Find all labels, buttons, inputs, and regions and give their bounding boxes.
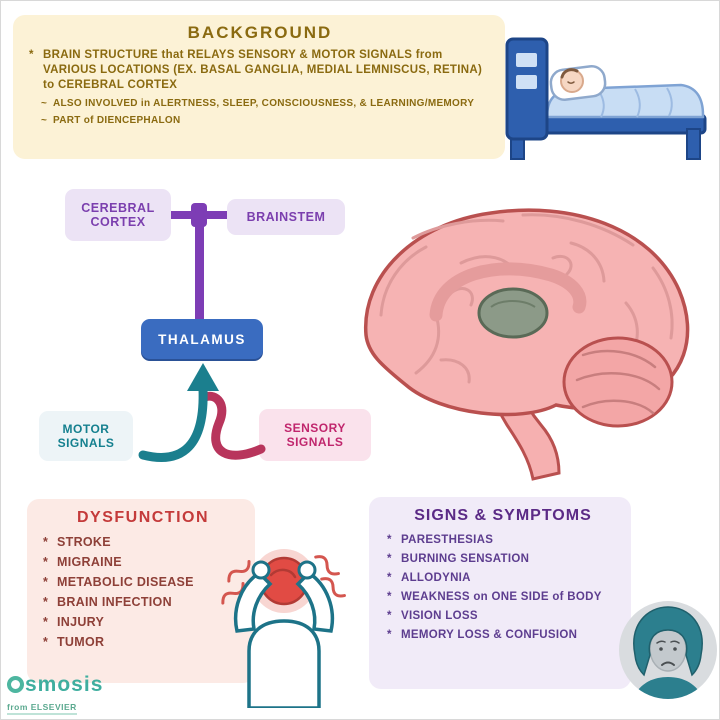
sensory-signals-box: SENSORY SIGNALS bbox=[259, 409, 371, 461]
background-section: BACKGROUND * BRAIN STRUCTURE that RELAYS… bbox=[13, 15, 505, 159]
background-sub-point: ~ ALSO INVOLVED in ALERTNESS, SLEEP, CON… bbox=[29, 97, 491, 112]
frown-mouth bbox=[661, 661, 675, 666]
background-title: BACKGROUND bbox=[187, 23, 333, 42]
symptom-item: * BURNING SENSATION bbox=[387, 553, 619, 565]
dysfunction-section: DYSFUNCTION * STROKE * MIGRAINE * METABO… bbox=[27, 499, 255, 683]
cerebral-cortex-label: CEREBRAL CORTEX bbox=[81, 200, 155, 229]
headache-person-illustration bbox=[221, 549, 346, 708]
logo-text: smosis bbox=[25, 673, 104, 696]
star-bullet-icon: * bbox=[43, 535, 49, 549]
symptom-item-label: ALLODYNIA bbox=[401, 572, 471, 584]
symptom-item: * VISION LOSS bbox=[387, 610, 619, 622]
dysfunction-item: * TUMOR bbox=[43, 635, 243, 649]
arrowhead-up-icon bbox=[187, 363, 219, 391]
brain-sagittal-illustration bbox=[364, 208, 690, 481]
sleeping-person-bed-illustration bbox=[505, 37, 707, 160]
motor-signals-box: MOTOR SIGNALS bbox=[39, 411, 133, 461]
signal-arrows-illustration bbox=[138, 363, 266, 462]
thalamus-highlight bbox=[477, 287, 549, 339]
symptom-item: * PARESTHESIAS bbox=[387, 534, 619, 546]
symptom-item-label: MEMORY LOSS & CONFUSION bbox=[401, 629, 578, 641]
star-bullet-icon: * bbox=[387, 610, 392, 622]
logo-wordmark: smosis bbox=[7, 673, 157, 697]
motor-signals-label: MOTOR SIGNALS bbox=[57, 421, 115, 450]
background-main-point: * BRAIN STRUCTURE that RELAYS SENSORY & … bbox=[29, 48, 491, 94]
star-bullet-icon: * bbox=[43, 595, 49, 609]
tilde-bullet-icon: ~ bbox=[41, 97, 48, 109]
dysfunction-item-label: METABOLIC DISEASE bbox=[57, 575, 194, 589]
star-bullet-icon: * bbox=[43, 635, 49, 649]
motor-arrow-curve bbox=[138, 384, 208, 462]
sensory-signals-label: SENSORY SIGNALS bbox=[284, 420, 346, 449]
symptom-item-label: BURNING SENSATION bbox=[401, 553, 530, 565]
star-bullet-icon: * bbox=[387, 553, 392, 565]
brainstem-box: BRAINSTEM bbox=[227, 199, 345, 235]
dysfunction-item-label: INJURY bbox=[57, 615, 105, 629]
background-sub-point: ~ PART of DIENCEPHALON bbox=[29, 114, 491, 129]
dysfunction-list: * STROKE * MIGRAINE * METABOLIC DISEASE … bbox=[43, 535, 243, 649]
background-main-point-text: BRAIN STRUCTURE that RELAYS SENSORY & MO… bbox=[43, 49, 483, 92]
dysfunction-item: * INJURY bbox=[43, 615, 243, 629]
signs-symptoms-list: * PARESTHESIAS * BURNING SENSATION * ALL… bbox=[387, 534, 619, 641]
symptom-item: * WEAKNESS on ONE SIDE of BODY bbox=[387, 591, 619, 603]
thalamus-label: THALAMUS bbox=[158, 331, 246, 347]
symptom-item-label: PARESTHESIAS bbox=[401, 534, 494, 546]
symptom-item-label: WEAKNESS on ONE SIDE of BODY bbox=[401, 591, 602, 603]
star-bullet-icon: * bbox=[29, 49, 34, 61]
star-bullet-icon: * bbox=[387, 572, 392, 584]
signs-symptoms-section: SIGNS & SYMPTOMS * PARESTHESIAS * BURNIN… bbox=[369, 497, 631, 689]
star-bullet-icon: * bbox=[43, 615, 49, 629]
osmosis-o-icon bbox=[7, 676, 24, 693]
cerebellum-shape bbox=[562, 336, 674, 428]
right-hand bbox=[297, 560, 317, 580]
hair-shape bbox=[633, 606, 703, 677]
background-sub-point-text: PART of DIENCEPHALON bbox=[53, 115, 181, 127]
symptom-item-label: VISION LOSS bbox=[401, 610, 478, 622]
dysfunction-item: * STROKE bbox=[43, 535, 243, 549]
dysfunction-item: * BRAIN INFECTION bbox=[43, 595, 243, 609]
confused-woman-illustration bbox=[619, 601, 717, 699]
logo-tagline: from ELSEVIER bbox=[7, 702, 77, 715]
left-hand bbox=[251, 560, 271, 580]
sensory-arrow-curve bbox=[200, 391, 266, 460]
star-bullet-icon: * bbox=[387, 629, 392, 641]
symptom-item: * ALLODYNIA bbox=[387, 572, 619, 584]
dysfunction-item-label: MIGRAINE bbox=[57, 555, 122, 569]
cerebral-cortex-box: CEREBRAL CORTEX bbox=[65, 189, 171, 241]
signs-symptoms-title: SIGNS & SYMPTOMS bbox=[414, 507, 592, 524]
dysfunction-item-label: STROKE bbox=[57, 535, 111, 549]
tilde-bullet-icon: ~ bbox=[41, 115, 48, 127]
torso-shape bbox=[247, 619, 321, 708]
osmosis-logo: smosis from ELSEVIER bbox=[7, 673, 157, 715]
star-bullet-icon: * bbox=[43, 555, 49, 569]
dysfunction-title: DYSFUNCTION bbox=[76, 509, 210, 526]
thalamus-box: THALAMUS bbox=[141, 319, 263, 359]
connector-vertical bbox=[195, 211, 204, 321]
dysfunction-item: * METABOLIC DISEASE bbox=[43, 575, 243, 589]
background-sub-point-text: ALSO INVOLVED in ALERTNESS, SLEEP, CONSC… bbox=[53, 97, 475, 109]
corpus-callosum-shape bbox=[429, 262, 587, 322]
dysfunction-item-label: BRAIN INFECTION bbox=[57, 595, 172, 609]
star-bullet-icon: * bbox=[387, 591, 392, 603]
star-bullet-icon: * bbox=[387, 534, 392, 546]
brainstem-label: BRAINSTEM bbox=[246, 209, 326, 224]
symptom-item: * MEMORY LOSS & CONFUSION bbox=[387, 629, 619, 641]
star-bullet-icon: * bbox=[43, 575, 49, 589]
dysfunction-item-label: TUMOR bbox=[57, 635, 105, 649]
dysfunction-item: * MIGRAINE bbox=[43, 555, 243, 569]
